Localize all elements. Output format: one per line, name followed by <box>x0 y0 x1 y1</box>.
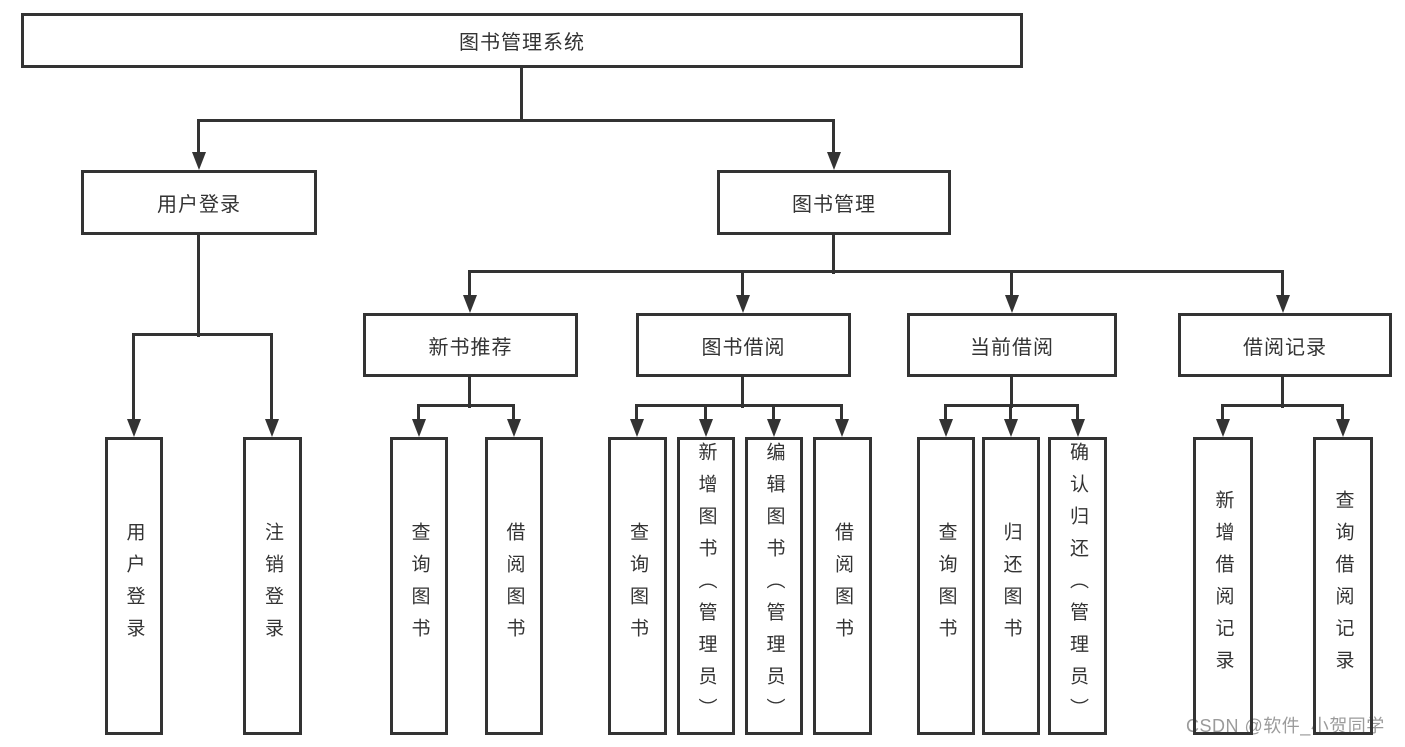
leaf-recommend-borrow-books-label: 借阅图书 <box>503 522 525 650</box>
node-library-system-label: 图书管理系统 <box>459 32 585 54</box>
leaf-recommend-query-books: 查询图书 <box>390 437 448 735</box>
arrow-down-icon <box>939 419 953 437</box>
leaf-user-login: 用户登录 <box>105 437 163 735</box>
arrow-down-icon <box>1336 419 1350 437</box>
connector-line <box>1281 272 1284 301</box>
leaf-current-query-books: 查询图书 <box>917 437 975 735</box>
connector-line <box>1010 377 1013 408</box>
arrow-down-icon <box>630 419 644 437</box>
arrow-down-icon <box>412 419 426 437</box>
connector-line <box>132 335 135 424</box>
connector-line <box>1341 406 1344 424</box>
arrow-down-icon <box>1004 419 1018 437</box>
leaf-query-borrow-record: 查询借阅记录 <box>1313 437 1373 735</box>
connector-line <box>944 406 947 424</box>
leaf-return-books: 归还图书 <box>982 437 1040 735</box>
leaf-add-borrow-record: 新增借阅记录 <box>1193 437 1253 735</box>
connector-line <box>512 406 515 424</box>
node-borrowing-records: 借阅记录 <box>1178 313 1392 377</box>
node-book-management-label: 图书管理 <box>792 194 876 216</box>
arrow-down-icon <box>463 295 477 313</box>
arrow-down-icon <box>767 419 781 437</box>
connector-line <box>944 404 1079 407</box>
node-user-login-label: 用户登录 <box>157 194 241 216</box>
arrow-down-icon <box>835 419 849 437</box>
node-borrowing-records-label: 借阅记录 <box>1243 336 1327 359</box>
leaf-logout-label: 注销登录 <box>262 522 283 650</box>
leaf-current-query-books-label: 查询图书 <box>935 522 957 650</box>
connector-line <box>417 404 515 407</box>
csdn-watermark: CSDN @软件_小贺同学 <box>1186 716 1385 736</box>
node-new-book-recommend-label: 新书推荐 <box>428 336 513 359</box>
node-current-borrowing: 当前借阅 <box>907 313 1117 377</box>
connector-line <box>635 406 638 424</box>
connector-line <box>1281 377 1284 408</box>
leaf-borrowing-borrow-books: 借阅图书 <box>813 437 872 735</box>
leaf-return-books-label: 归还图书 <box>1000 522 1022 650</box>
leaf-borrowing-borrow-books-label: 借阅图书 <box>832 522 853 650</box>
leaf-query-borrow-record-label: 查询借阅记录 <box>1332 490 1354 682</box>
leaf-borrowing-query-books-label: 查询图书 <box>627 522 648 650</box>
leaf-edit-books-admin-label: 编辑图书（管理员） <box>763 442 785 730</box>
connector-line <box>1009 406 1012 424</box>
connector-line <box>1221 404 1344 407</box>
connector-line <box>270 335 273 424</box>
leaf-confirm-return-admin-label: 确认归还（管理员） <box>1067 442 1088 730</box>
connector-line <box>197 235 200 337</box>
connector-line <box>1010 272 1013 301</box>
leaf-add-books-admin-label: 新增图书（管理员） <box>695 442 717 730</box>
node-book-borrowing-label: 图书借阅 <box>701 336 786 359</box>
leaf-logout: 注销登录 <box>243 437 302 735</box>
leaf-add-books-admin: 新增图书（管理员） <box>677 437 735 735</box>
connector-line <box>1221 406 1224 424</box>
connector-line <box>520 68 523 122</box>
connector-line <box>832 235 835 274</box>
arrow-down-icon <box>1005 295 1019 313</box>
connector-line <box>704 406 707 424</box>
leaf-borrowing-query-books: 查询图书 <box>608 437 667 735</box>
connector-line <box>741 377 744 408</box>
connector-line <box>840 406 843 424</box>
leaf-confirm-return-admin: 确认归还（管理员） <box>1048 437 1107 735</box>
connector-line <box>468 377 471 408</box>
connector-line <box>635 404 843 407</box>
node-user-login: 用户登录 <box>81 170 317 235</box>
leaf-edit-books-admin: 编辑图书（管理员） <box>745 437 803 735</box>
leaf-user-login-label: 用户登录 <box>123 522 145 650</box>
connector-line <box>468 270 1284 273</box>
connector-line <box>132 333 273 336</box>
leaf-add-borrow-record-label: 新增借阅记录 <box>1212 490 1234 682</box>
node-current-borrowing-label: 当前借阅 <box>970 336 1054 359</box>
connector-line <box>832 121 835 157</box>
arrow-down-icon <box>192 152 206 170</box>
arrow-down-icon <box>827 152 841 170</box>
arrow-down-icon <box>736 295 750 313</box>
node-book-borrowing: 图书借阅 <box>636 313 851 377</box>
connector-line <box>468 272 471 301</box>
connector-line <box>197 121 200 157</box>
node-book-management: 图书管理 <box>717 170 951 235</box>
connector-line <box>1076 406 1079 424</box>
connector-line <box>772 406 775 424</box>
connector-line <box>741 272 744 301</box>
arrow-down-icon <box>699 419 713 437</box>
arrow-down-icon <box>1216 419 1230 437</box>
arrow-down-icon <box>127 419 141 437</box>
leaf-recommend-query-books-label: 查询图书 <box>408 522 430 650</box>
leaf-recommend-borrow-books: 借阅图书 <box>485 437 543 735</box>
node-library-system: 图书管理系统 <box>21 13 1023 68</box>
node-new-book-recommend: 新书推荐 <box>363 313 578 377</box>
connector-line <box>197 119 835 122</box>
arrow-down-icon <box>507 419 521 437</box>
arrow-down-icon <box>1276 295 1290 313</box>
arrow-down-icon <box>1071 419 1085 437</box>
connector-line <box>417 406 420 424</box>
arrow-down-icon <box>265 419 279 437</box>
